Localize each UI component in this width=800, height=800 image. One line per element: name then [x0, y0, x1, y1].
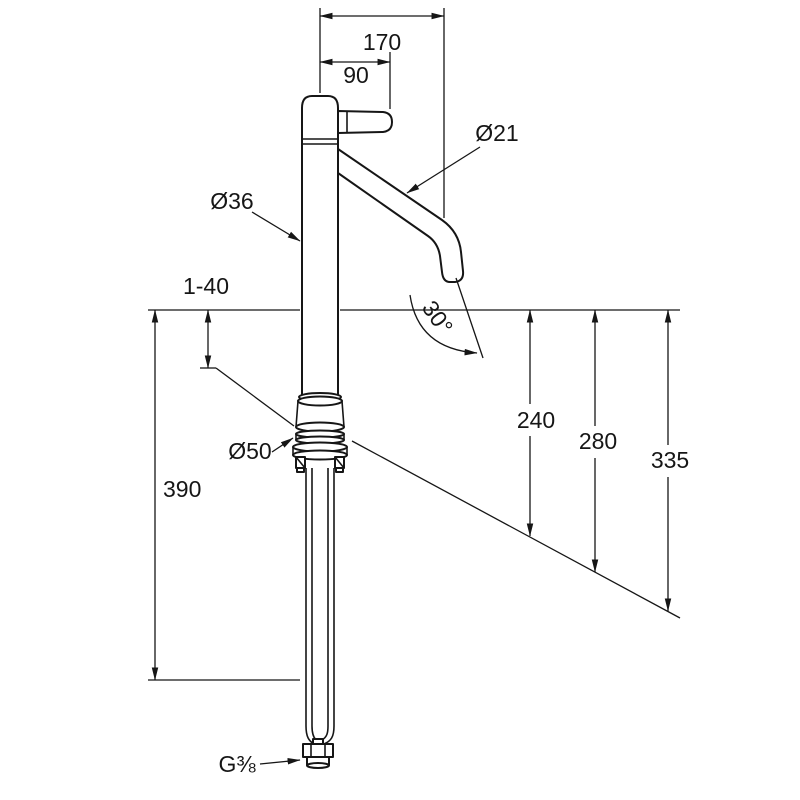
lever-arm [337, 110, 393, 134]
dim-spout-diameter: Ø21 [406, 120, 519, 194]
dim-height-280: 280 [579, 309, 617, 573]
dim-label-spout-angle: 30° [417, 296, 458, 339]
dim-lever-90: 90 [319, 52, 391, 109]
dim-clamping-range: 1-40 [183, 273, 295, 427]
hose-left-bend-b [311, 725, 317, 741]
dim-label-240: 240 [517, 407, 555, 433]
nut-hex [302, 743, 334, 758]
dim-label-clamping-range: 1-40 [183, 273, 229, 299]
dim-total-height-335: 335 [651, 309, 689, 612]
dim-thread-g38: G⅜ [218, 751, 301, 777]
hose-right-bend-b [321, 725, 329, 741]
bolt-left-hatch [295, 456, 306, 469]
angle-arc [409, 294, 478, 356]
dim-projection-170: 170 [319, 8, 445, 218]
dim-label-body-diameter: Ø36 [210, 188, 253, 214]
leader-spout-diameter [406, 146, 481, 194]
flange-top [297, 395, 343, 407]
mounting-plate-bottom [292, 449, 348, 461]
leader-base-diameter [271, 437, 294, 453]
dim-label-90: 90 [343, 62, 369, 88]
faucet-lever [337, 110, 393, 134]
reference-lines [148, 309, 681, 619]
faucet-spout [337, 148, 465, 283]
body-outline [301, 95, 339, 397]
spout-outline [337, 148, 465, 283]
flange-side-left [295, 400, 299, 428]
dim-label-335: 335 [651, 447, 689, 473]
dim-label-spout-diameter: Ø21 [475, 120, 518, 146]
flange-side-right [341, 400, 345, 428]
base-flange [292, 392, 348, 461]
dim-spout-angle-30: 30° [409, 277, 484, 359]
dim-under-length-390: 390 [148, 309, 300, 681]
bolt-left-nut [296, 467, 305, 473]
bolt-right-hatch [334, 456, 345, 469]
mounting-bolts [295, 456, 345, 473]
hose-right-bend-a [323, 725, 335, 745]
bolt-right-nut [335, 467, 344, 473]
spout-axis-extension [455, 277, 484, 359]
mounting-plane-oblique-ref [351, 440, 681, 619]
leader-thread [259, 758, 301, 765]
ext-clamp-oblique [215, 367, 295, 427]
dim-outlet-height-240: 240 [517, 309, 555, 537]
connection-nut [302, 738, 334, 769]
dim-label-170: 170 [363, 29, 401, 55]
faucet-drawing [292, 95, 465, 769]
supply-hoses [305, 468, 335, 745]
dimensions: 170 90 Ø21 Ø36 1-40 390 Ø50 [148, 8, 689, 777]
dim-body-diameter: Ø36 [210, 188, 301, 242]
dim-label-280: 280 [579, 428, 617, 454]
leader-body-diameter [251, 211, 301, 242]
dim-label-thread: G⅜ [218, 751, 256, 777]
dim-label-390: 390 [163, 476, 201, 502]
faucet-body [301, 95, 339, 397]
dim-label-base-diameter: Ø50 [228, 438, 271, 464]
dim-base-diameter: Ø50 [228, 437, 294, 464]
nut-bottom [306, 762, 330, 769]
